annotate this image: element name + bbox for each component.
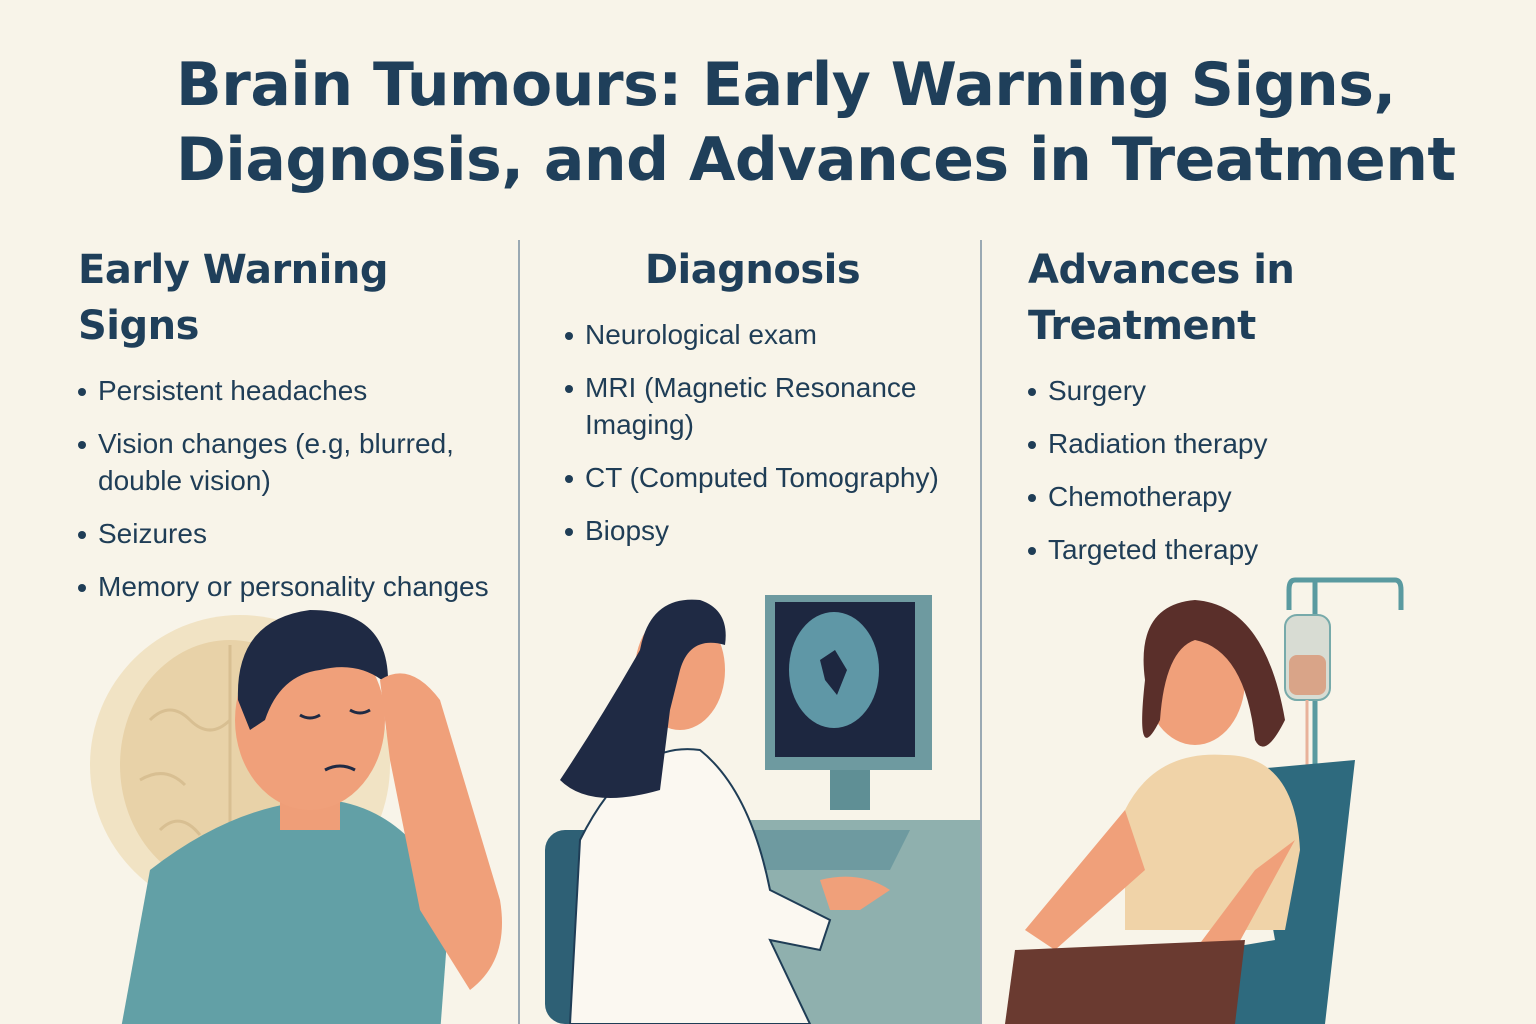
doctor-scan-illustration: [545, 595, 980, 1024]
shirt: [121, 800, 450, 1024]
section-heading: Early Warning Signs: [78, 247, 388, 349]
title-line-2: Diagnosis, and Advances in Treatment: [176, 125, 1456, 195]
list-item: Vision changes (e.g, blurred, double vis…: [78, 425, 513, 499]
list-item: Targeted therapy: [1028, 531, 1508, 568]
section-heading: Advances in Treatment: [1028, 247, 1295, 349]
treatment-section: Advances in Treatment Surgery Radiation …: [1028, 242, 1508, 584]
hair: [560, 599, 726, 798]
list-item: Seizures: [78, 515, 513, 552]
list-item: Surgery: [1028, 372, 1508, 409]
bullet-list: Persistent headaches Vision changes (e.g…: [78, 372, 513, 605]
list-item: Memory or personality changes: [78, 568, 513, 605]
list-item: Neurological exam: [565, 316, 965, 353]
column-divider: [980, 240, 982, 1024]
diagnosis-section: Diagnosis Neurological exam MRI (Magneti…: [565, 242, 965, 565]
list-item: Chemotherapy: [1028, 478, 1508, 515]
bullet-list: Neurological exam MRI (Magnetic Resonanc…: [565, 316, 965, 549]
list-item: CT (Computed Tomography): [565, 459, 965, 496]
title-line-1: Brain Tumours: Early Warning Signs,: [176, 50, 1396, 120]
early-warning-signs-section: Early Warning Signs Persistent headaches…: [78, 242, 513, 621]
page-title: Brain Tumours: Early Warning Signs, Diag…: [176, 48, 1456, 198]
column-divider: [518, 240, 520, 1024]
shirt: [1125, 754, 1300, 930]
man-headache-illustration: [90, 610, 502, 1024]
patient-iv-illustration: [1005, 577, 1404, 1024]
list-item: MRI (Magnetic Resonance Imaging): [565, 369, 935, 443]
list-item: Biopsy: [565, 512, 965, 549]
hair: [1142, 600, 1285, 747]
hand: [380, 673, 502, 990]
list-item: Persistent headaches: [78, 372, 513, 409]
keyboard: [730, 830, 910, 870]
list-item: Radiation therapy: [1028, 425, 1508, 462]
hair: [237, 610, 389, 730]
trousers: [1005, 940, 1245, 1024]
bullet-list: Surgery Radiation therapy Chemotherapy T…: [1028, 372, 1508, 568]
section-heading: Diagnosis: [644, 247, 861, 293]
